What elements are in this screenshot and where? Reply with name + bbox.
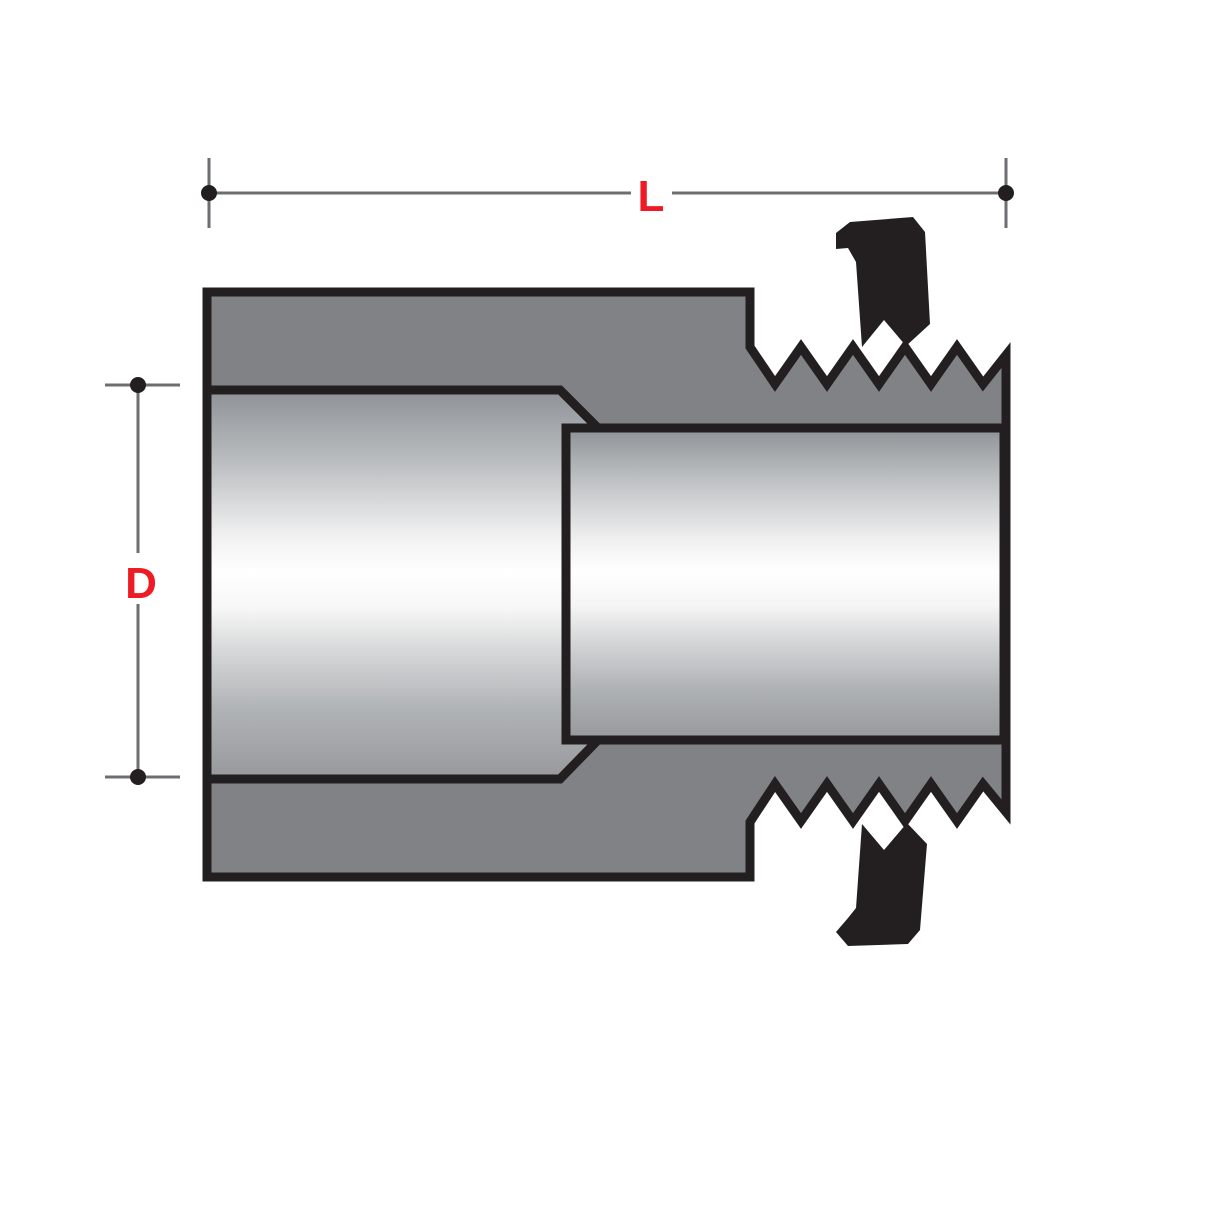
dimension-length: L — [201, 158, 1014, 228]
pipe-bore-surface — [561, 423, 1009, 745]
diameter-endpoint-dot-bottom — [130, 769, 146, 785]
socket-bore-surface — [202, 385, 603, 784]
thread-flag-top — [836, 217, 930, 347]
diameter-endpoint-dot-top — [130, 377, 146, 393]
length-endpoint-dot-right — [998, 185, 1014, 201]
length-dimension-label: L — [638, 172, 665, 221]
thread-flag-top-shape — [836, 217, 930, 347]
pipe-bore — [561, 423, 1009, 745]
length-endpoint-dot-left — [201, 185, 217, 201]
thread-flag-bottom — [836, 823, 927, 946]
socket-bore — [202, 385, 603, 784]
dimension-diameter: D — [105, 377, 180, 785]
thread-flag-bottom-shape — [836, 823, 927, 946]
diameter-dimension-label: D — [125, 559, 157, 608]
